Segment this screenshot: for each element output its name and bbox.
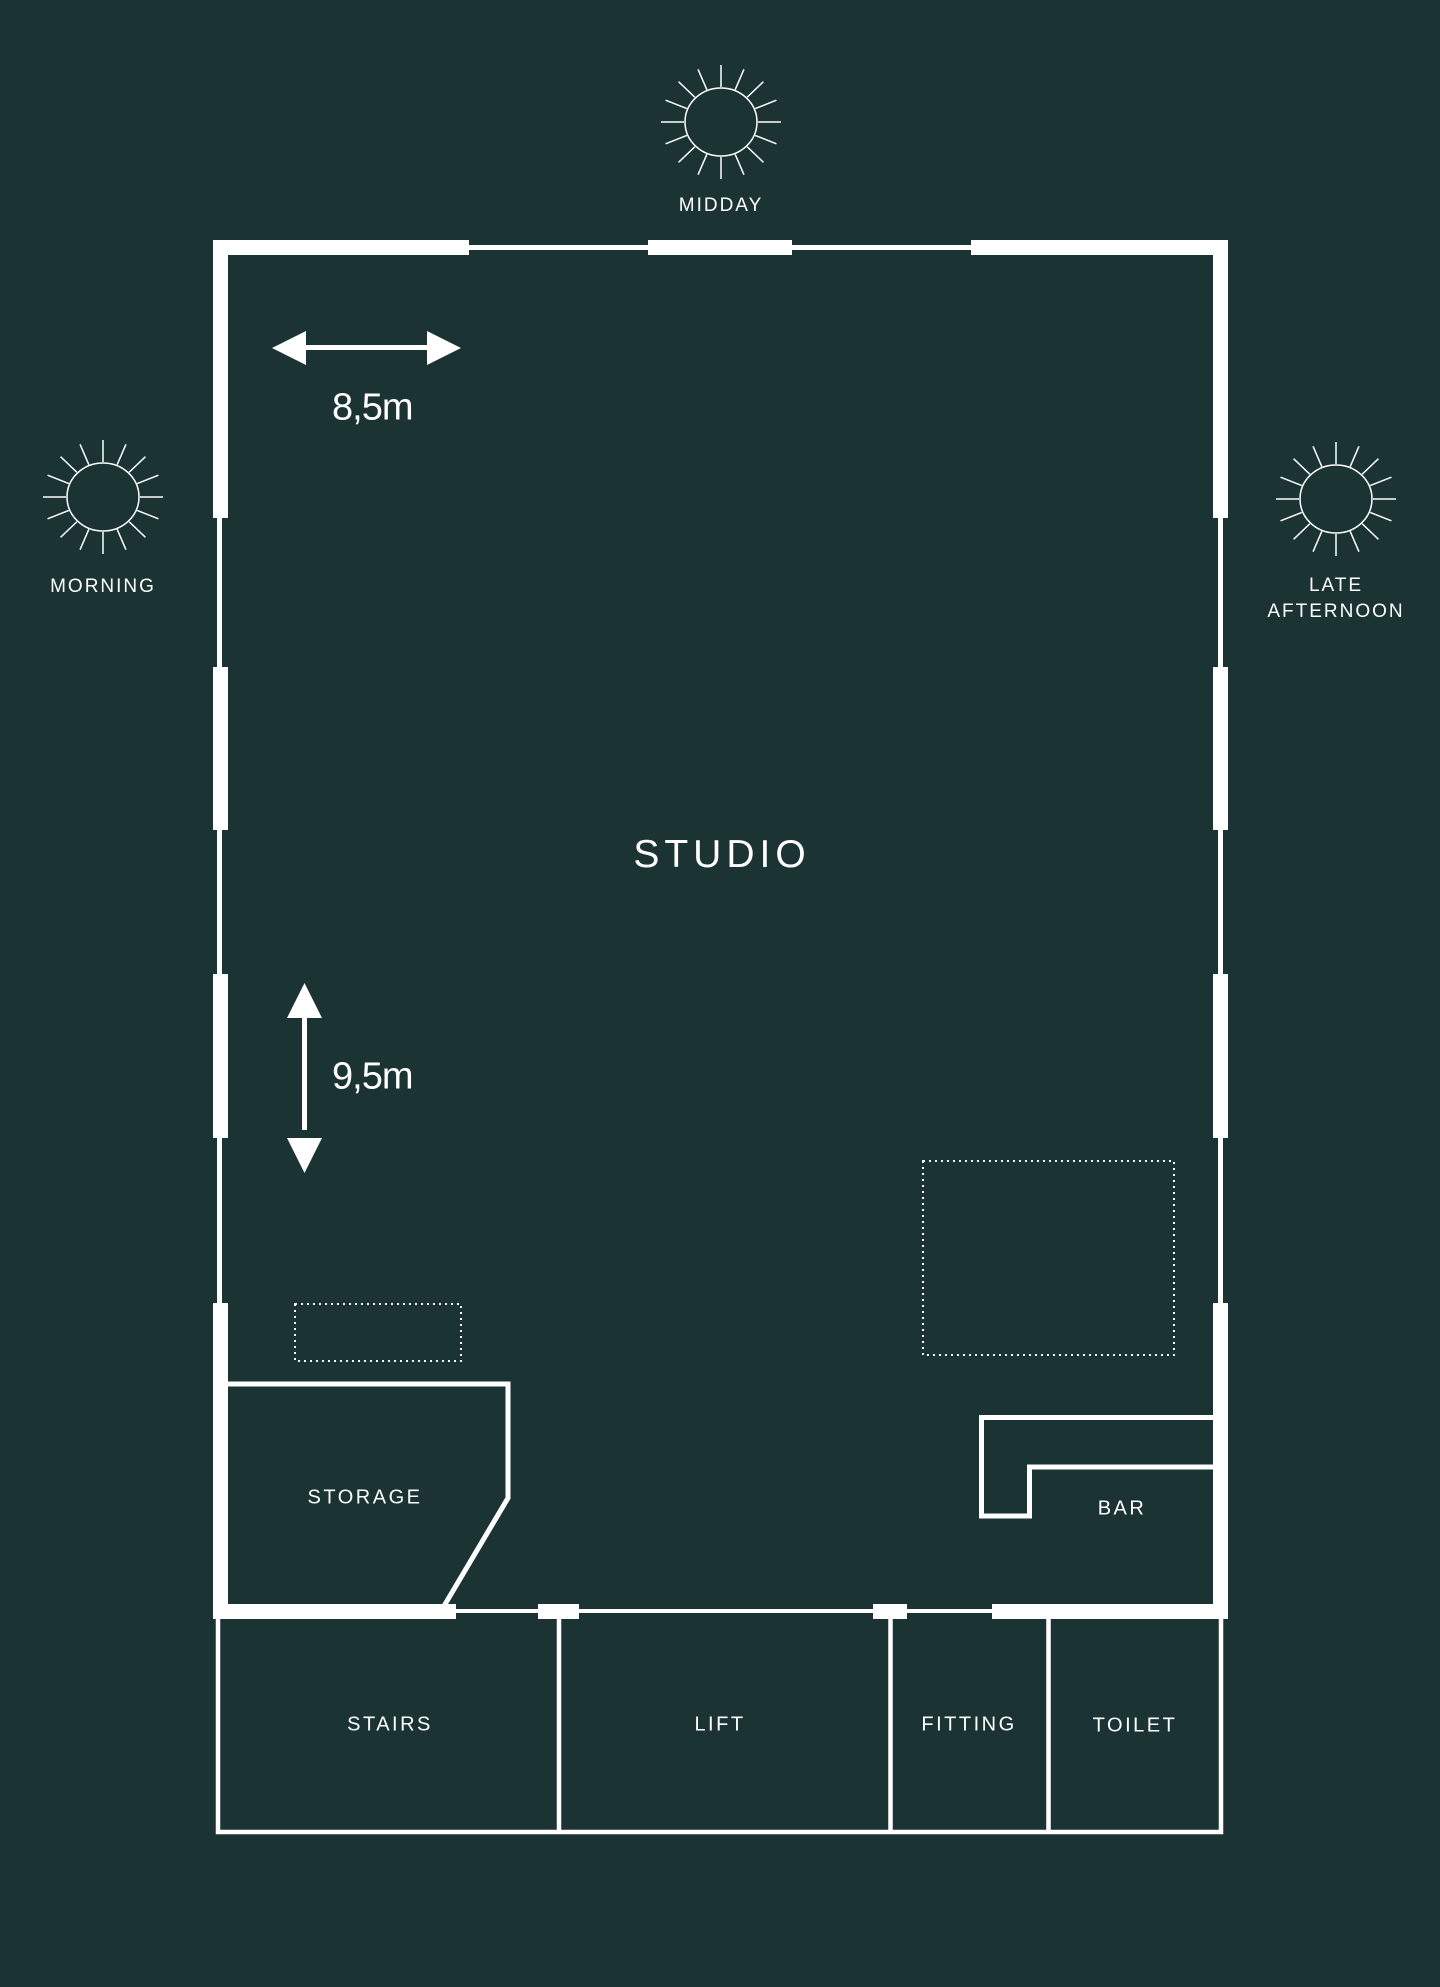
- wall-segment: [1213, 667, 1228, 830]
- sun-label-late-afternoon: LATE AFTERNOON: [1267, 573, 1404, 625]
- wall-segment: [1213, 1303, 1228, 1618]
- wall-segment: [648, 240, 792, 255]
- wall-segment: [971, 240, 1228, 255]
- room-label-lift: LIFT: [694, 1713, 746, 1736]
- wall-segment: [213, 1303, 228, 1618]
- sun-label-late-line1: LATE: [1308, 575, 1364, 596]
- wall-segment: [1213, 240, 1228, 518]
- platform-outline: [922, 1160, 1175, 1356]
- wall-segment: [538, 1604, 579, 1619]
- dimension-depth-label: 9,5m: [332, 1055, 413, 1098]
- room-label-stairs: STAIRS: [347, 1713, 433, 1736]
- wall-segment: [213, 974, 228, 1138]
- wall-segment: [992, 1604, 1228, 1619]
- room-label-fitting: FITTING: [921, 1713, 1017, 1736]
- room-label-studio: STUDIO: [633, 833, 811, 876]
- room-label-toilet: TOILET: [1092, 1714, 1178, 1737]
- double-arrow-vertical-icon: [287, 983, 322, 1173]
- service-rooms: [215, 1615, 1224, 1835]
- wall-segment: [213, 240, 469, 255]
- wall-segment: [213, 667, 228, 830]
- sun-icon: [1276, 442, 1396, 556]
- wall-segment: [213, 1604, 456, 1619]
- sun-icon: [661, 65, 781, 179]
- storage-outline: [226, 1381, 511, 1608]
- sun-icon: [43, 440, 163, 554]
- bench-outline: [294, 1303, 462, 1362]
- wall-segment: [873, 1604, 907, 1619]
- studio-walls: [213, 240, 1228, 1619]
- sun-label-morning: MORNING: [50, 576, 156, 597]
- room-label-bar: BAR: [1097, 1497, 1147, 1520]
- bar-outline: [979, 1415, 1215, 1519]
- wall-segment: [1213, 974, 1228, 1138]
- sun-label-midday: MIDDAY: [678, 195, 764, 216]
- double-arrow-horizontal-icon: [272, 331, 461, 365]
- sun-label-late-line2: AFTERNOON: [1267, 601, 1405, 622]
- dimension-width-label: 8,5m: [332, 386, 413, 429]
- room-label-storage: STORAGE: [307, 1486, 423, 1509]
- wall-segment: [213, 240, 228, 518]
